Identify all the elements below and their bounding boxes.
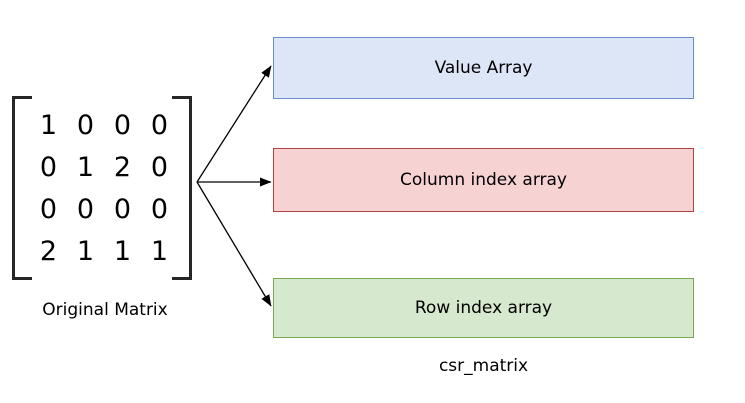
matrix-cell: 2 (113, 151, 132, 183)
matrix-cell: 0 (150, 193, 169, 225)
value-array-label: Value Array (434, 58, 533, 78)
matrix-right-bracket (172, 96, 192, 280)
matrix-left-bracket (12, 96, 32, 280)
original-matrix-caption: Original Matrix (42, 300, 168, 320)
matrix-row: 1 0 0 0 (30, 104, 178, 146)
column-index-array-box: Column index array (273, 148, 694, 212)
csr-matrix-caption: csr_matrix (438, 356, 529, 376)
arrow-to-value-array (196, 65, 272, 183)
matrix-row: 2 1 1 1 (30, 230, 178, 272)
matrix-cell: 0 (113, 109, 132, 141)
matrix-cell: 1 (39, 109, 58, 141)
matrix-cell: 2 (39, 235, 58, 267)
matrix-cell: 1 (113, 235, 132, 267)
matrix-cell: 0 (150, 109, 169, 141)
matrix-cell: 0 (150, 151, 169, 183)
matrix-cell: 0 (113, 193, 132, 225)
value-array-box: Value Array (273, 37, 694, 99)
original-matrix: 1 0 0 0 0 1 2 0 0 0 0 0 2 1 1 1 (10, 96, 200, 280)
matrix-cell: 0 (39, 151, 58, 183)
matrix-cell: 0 (76, 109, 95, 141)
column-index-array-label: Column index array (400, 170, 567, 190)
matrix-row: 0 1 2 0 (30, 146, 178, 188)
matrix-cell: 1 (76, 151, 95, 183)
matrix-cell: 1 (150, 235, 169, 267)
matrix-cell: 0 (76, 193, 95, 225)
row-index-array-label: Row index array (414, 298, 553, 318)
matrix-cell: 0 (39, 193, 58, 225)
row-index-array-box: Row index array (273, 278, 694, 338)
arrow-to-row-index-array (196, 181, 272, 307)
matrix-row: 0 0 0 0 (30, 188, 178, 230)
matrix-grid: 1 0 0 0 0 1 2 0 0 0 0 0 2 1 1 1 (30, 96, 178, 280)
matrix-cell: 1 (76, 235, 95, 267)
